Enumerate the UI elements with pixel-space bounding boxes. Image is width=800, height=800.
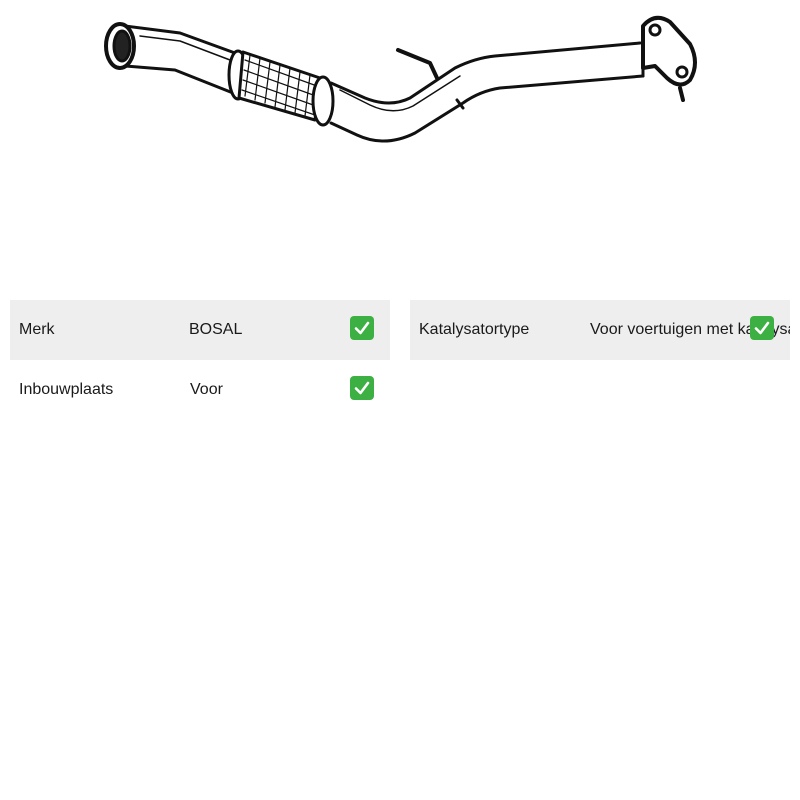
exhaust-pipe-illustration xyxy=(104,15,697,143)
check-icon xyxy=(350,316,374,340)
check-icon xyxy=(750,316,774,340)
spec-label: Merk xyxy=(19,321,55,338)
spec-value: Voor voertuigen met katalysator xyxy=(590,321,790,338)
spec-row-inbouwplaats: Inbouwplaats Voor xyxy=(10,360,390,420)
spec-row-merk: Merk BOSAL xyxy=(10,300,390,360)
spec-table-left: Merk BOSAL Inbouwplaats Voor xyxy=(10,300,390,420)
spec-value: Voor xyxy=(190,381,223,398)
spec-row-katalysatortype: Katalysatortype Voor voertuigen met kata… xyxy=(410,300,790,360)
spec-table-right: Katalysatortype Voor voertuigen met kata… xyxy=(410,300,790,360)
spec-label: Katalysatortype xyxy=(419,321,530,338)
spec-label: Inbouwplaats xyxy=(19,381,114,398)
spec-value: BOSAL xyxy=(189,321,243,338)
check-icon xyxy=(350,376,374,400)
